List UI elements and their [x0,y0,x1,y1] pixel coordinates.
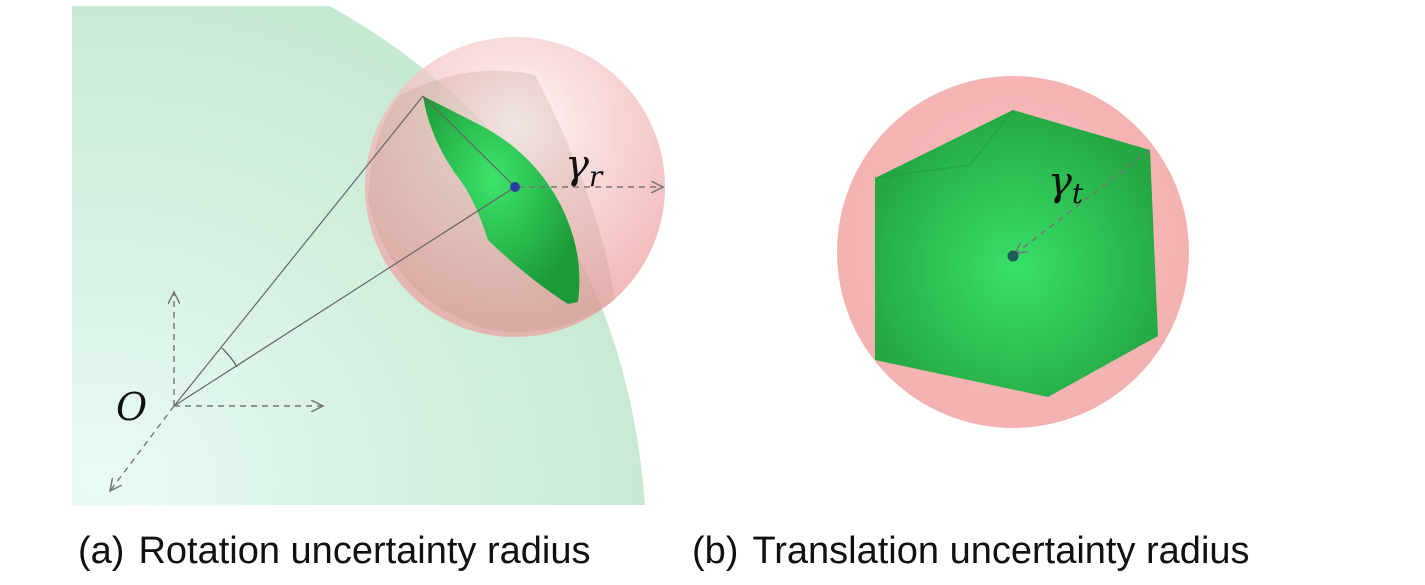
large-sphere [72,6,645,505]
translation-radius-label: γt [1048,159,1084,210]
rotation-region-surface [423,96,580,304]
axis-z-arrow [110,405,175,491]
origin-label: O [116,385,147,429]
cone-edge-top [422,95,516,188]
caption-a-tag: (a) [78,530,125,572]
caption-a-text: Rotation uncertainty radius [138,530,591,572]
caption-b: (b) Translation uncertainty radius [692,530,1250,573]
panel-b: γt [837,76,1189,428]
cone-edge-lower [173,186,516,407]
cone-angle-arc [221,347,238,368]
translation-center-point [1007,250,1019,262]
caption-b-text: Translation uncertainty radius [752,530,1250,572]
cone-edge-upper [173,95,424,407]
rotation-center-point [510,182,520,192]
caption-b-tag: (b) [692,530,739,572]
caption-a: (a) Rotation uncertainty radius [78,530,590,573]
rotation-radius-label: γr [565,142,604,193]
cube-edge-shade [874,109,1014,179]
panel-a: O γr [72,6,665,505]
